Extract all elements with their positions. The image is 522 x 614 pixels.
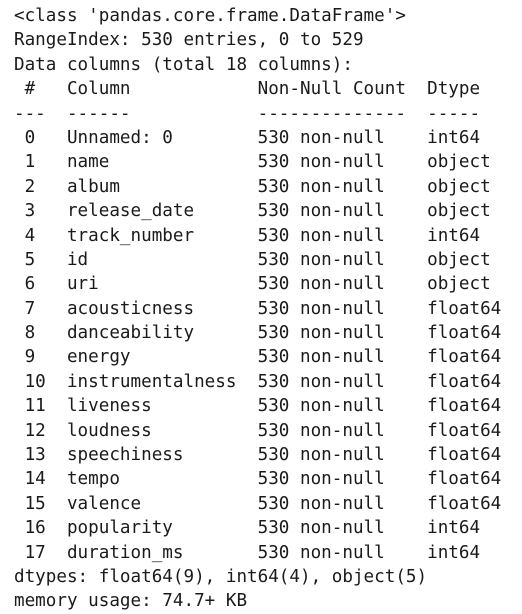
column-row: 7 acousticness 530 non-null float64 (14, 298, 502, 319)
column-row: 2 album 530 non-null object (14, 176, 502, 197)
column-row: 3 release_date 530 non-null object (14, 201, 502, 222)
range-index-line: RangeIndex: 530 entries, 0 to 529 (14, 30, 364, 51)
column-row: 0 Unnamed: 0 530 non-null int64 (14, 127, 502, 148)
dtypes-line: dtypes: float64(9), int64(4), object(5) (14, 566, 428, 587)
separator-line: --- ------ -------------- ----- (14, 103, 502, 124)
column-row: 16 popularity 530 non-null int64 (14, 518, 502, 539)
data-columns-line: Data columns (total 18 columns): (14, 54, 353, 75)
column-row: 5 id 530 non-null object (14, 249, 502, 270)
column-row: 11 liveness 530 non-null float64 (14, 396, 502, 417)
column-row: 14 tempo 530 non-null float64 (14, 469, 502, 490)
column-row: 17 duration_ms 530 non-null int64 (14, 542, 502, 563)
column-row: 9 energy 530 non-null float64 (14, 347, 502, 368)
column-row: 4 track_number 530 non-null int64 (14, 225, 502, 246)
column-row: 1 name 530 non-null object (14, 152, 502, 173)
column-row: 12 loudness 530 non-null float64 (14, 420, 502, 441)
column-header-line: # Column Non-Null Count Dtype (14, 79, 502, 100)
memory-usage-line: memory usage: 74.7+ KB (14, 591, 248, 612)
class-line: <class 'pandas.core.frame.DataFrame'> (14, 6, 406, 26)
column-row: 6 uri 530 non-null object (14, 274, 502, 295)
column-row: 15 valence 530 non-null float64 (14, 493, 502, 514)
column-row: 13 speechiness 530 non-null float64 (14, 445, 502, 466)
column-row: 8 danceability 530 non-null float64 (14, 323, 502, 344)
column-row: 10 instrumentalness 530 non-null float64 (14, 371, 502, 392)
